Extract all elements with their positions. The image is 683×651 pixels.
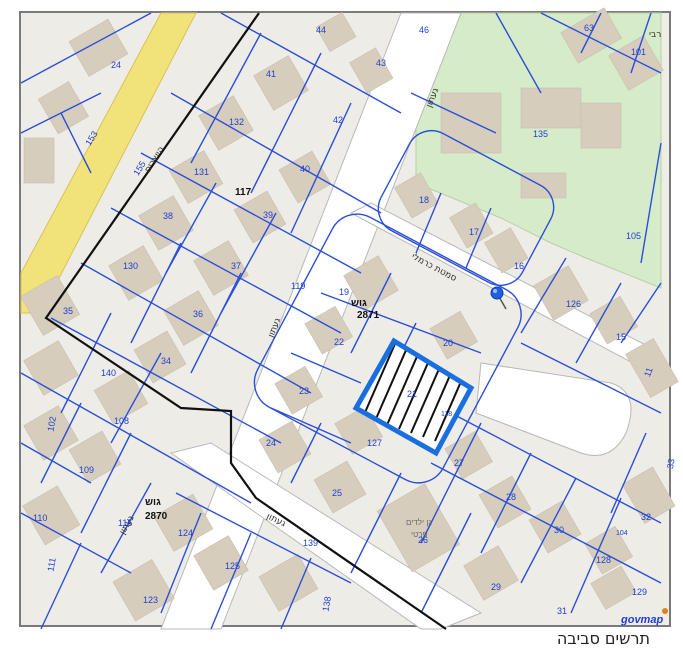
map-frame[interactable]: היוצרים געתון געתון געתון געתון סמטת כרמ…	[19, 7, 679, 630]
parcel-label: 101	[631, 47, 646, 57]
parcel-label: 21	[407, 389, 417, 399]
parcel-label: 126	[566, 299, 581, 309]
parcel-label: 44	[316, 25, 326, 35]
parcel-label: 15	[616, 332, 626, 342]
block-label-2871-word: גוש	[351, 298, 367, 309]
block-label-2870-word: גוש	[145, 497, 161, 508]
parcel-label: 11	[642, 366, 655, 378]
parcel-labels: 44 46 24 41 43 132 42 153 155 131 40 38 …	[33, 23, 677, 616]
parcel-label: 36	[193, 309, 203, 319]
parcel-label: 31	[557, 606, 567, 616]
block-label-117: 117	[235, 187, 252, 198]
parcel-label: 40	[300, 164, 310, 174]
map-caption: תרשים סביבה	[556, 629, 650, 648]
kindergarten-label-2: פרטי	[411, 530, 428, 539]
parcel-label: 39	[263, 210, 273, 220]
parcel-label: 109	[79, 465, 94, 475]
kindergarten-label-1: גן ילדים	[406, 518, 432, 527]
govmap-logo: govmap	[620, 608, 668, 626]
parcel-label: 135	[533, 129, 548, 139]
parcel-label: 127	[367, 438, 382, 448]
parcel-label: 131	[194, 167, 209, 177]
parcel-label: 108	[114, 416, 129, 426]
parcel-label: 102	[46, 416, 58, 433]
parcel-label: 20	[443, 338, 453, 348]
parcel-label: 124	[178, 528, 193, 538]
parcel-label: 42	[333, 115, 343, 125]
parcel-label: 118	[441, 411, 452, 418]
parcel-label: 140	[101, 368, 116, 378]
parcel-label: 104	[616, 530, 628, 537]
parcel-label: 24	[266, 438, 276, 448]
parcel-label: 19	[339, 287, 349, 297]
block-boundary	[44, 12, 447, 630]
highlighted-parcel[interactable]	[351, 333, 494, 457]
street-label-hayotsrim: היוצרים	[143, 145, 167, 175]
parcel-label: 34	[161, 356, 171, 366]
parcel-label: 130	[123, 261, 138, 271]
parcel-label: 105	[626, 231, 641, 241]
street-label-rabi: רבי	[649, 30, 661, 40]
block-label-2870-num: 2870	[145, 511, 168, 522]
parcel-label: 43	[376, 58, 386, 68]
location-marker-icon[interactable]	[490, 286, 507, 310]
parcel-label: 111	[46, 557, 58, 572]
parcel-label: 119	[291, 281, 305, 291]
parcel-label: 41	[266, 69, 276, 79]
parcel-label: 16	[514, 261, 524, 271]
road-cul-de-sac	[475, 362, 632, 456]
parcel-lines	[20, 12, 662, 630]
parcel-label: 132	[229, 117, 244, 127]
parcel-label: 23	[299, 386, 309, 396]
parcel-label: 32	[641, 512, 651, 522]
parcel-label: 138	[321, 596, 333, 613]
svg-text:govmap: govmap	[620, 614, 663, 626]
parcel-label: 35	[63, 306, 73, 316]
parcel-label: 129	[632, 587, 647, 597]
parcel-label: 22	[334, 337, 344, 347]
parcel-label: 128	[596, 555, 611, 565]
parcel-label: 63	[584, 23, 594, 33]
parcel-label: 46	[419, 25, 429, 35]
parcel-label: 28	[506, 492, 516, 502]
parcel-label: 27	[454, 458, 464, 468]
parcel-label-26: 26	[418, 535, 428, 545]
parcel-label: 30	[554, 525, 564, 535]
parcel-label: 17	[469, 227, 479, 237]
parcel-label: 125	[225, 561, 240, 571]
green-area	[415, 12, 662, 289]
parcel-label: 123	[143, 595, 158, 605]
parcel-label: 33	[665, 458, 677, 470]
parcel-label: 25	[332, 488, 342, 498]
parcel-label: 24	[111, 60, 121, 70]
parcel-label: 139	[303, 538, 318, 548]
block-label-2871-num: 2871	[357, 310, 380, 321]
parcel-label: 37	[231, 261, 241, 271]
parcel-label: 29	[491, 582, 501, 592]
parcel-label: 38	[163, 211, 173, 221]
parcel-label: 110	[33, 513, 47, 523]
road-lower	[169, 442, 483, 630]
parcel-label: 18	[419, 195, 429, 205]
cadastral-map[interactable]: היוצרים געתון געתון געתון געתון סמטת כרמ…	[20, 7, 679, 630]
parcel-label: 115	[118, 518, 132, 528]
